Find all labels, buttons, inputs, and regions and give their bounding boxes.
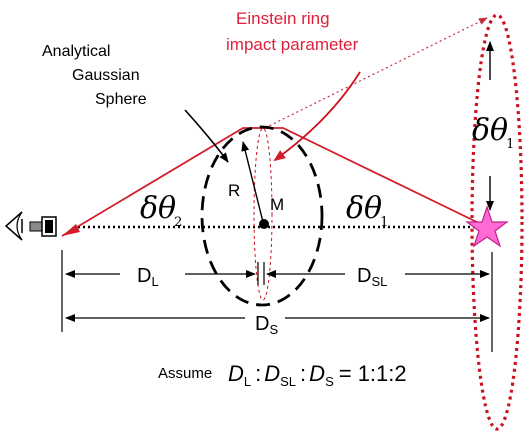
- label-DSL: DSL: [357, 265, 387, 289]
- radius-arrow: [241, 141, 264, 223]
- label-delta-theta-2: δθ2: [140, 191, 182, 230]
- sphere-pointer-arrow: [184, 109, 229, 163]
- einstein-ring-projection: [253, 127, 273, 301]
- eye-icon: [4, 211, 23, 241]
- star-icon: [465, 205, 509, 248]
- label-DL: DL: [137, 265, 159, 289]
- gaussian-sphere: [200, 125, 324, 307]
- light-ray-arrowhead: [62, 224, 80, 236]
- camera-icon: [29, 216, 57, 237]
- label-M: M: [270, 195, 284, 214]
- label-analytical: Analytical: [42, 43, 110, 60]
- light-ray: [61, 127, 486, 237]
- equation-ratio: DL:DSL:DS= 1:1:2: [228, 361, 407, 389]
- einstein-pointer-arrow: [273, 71, 361, 162]
- label-delta-theta-1: δθ1: [346, 191, 388, 230]
- label-gaussian: Gaussian: [72, 67, 140, 84]
- label-delta-theta-1-vertical: δθ1: [472, 113, 514, 152]
- label-einstein-ring: Einstein ring: [236, 9, 330, 28]
- apparent-ray-dotted: [264, 17, 488, 129]
- label-DS: DS: [255, 313, 278, 337]
- lens-mass-point: [259, 219, 269, 229]
- label-sphere: Sphere: [95, 91, 147, 108]
- label-impact-parameter: impact parameter: [226, 35, 359, 54]
- label-assume: Assume: [158, 365, 212, 382]
- label-R: R: [228, 181, 240, 200]
